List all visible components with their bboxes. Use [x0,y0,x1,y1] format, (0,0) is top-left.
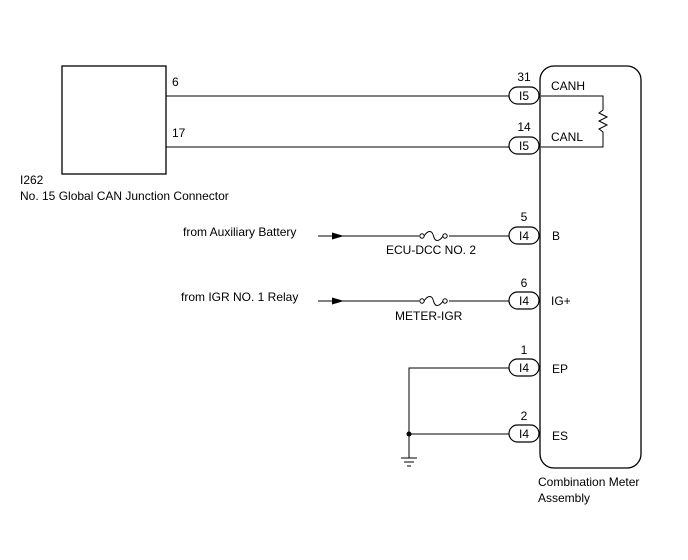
fuse-icon [419,296,449,306]
fuse-label-ecu-dcc: ECU-DCC NO. 2 [386,243,476,257]
fuse-label-meter-igr: METER-IGR [395,309,463,323]
connector-pill [508,226,540,245]
meter-name-line2: Assembly [538,491,590,505]
arrow-icon [332,232,344,240]
connector-code: I4 [519,229,529,243]
ep-ground-wire [408,367,509,458]
arrow-icon [332,297,344,305]
terminal-label: IG+ [551,294,571,308]
terminal-b: 5 I4 B [508,210,560,245]
junction-connector-name: No. 15 Global CAN Junction Connector [20,189,229,203]
junction-pin-6: 6 [172,75,179,89]
terminal-ig-plus: 6 I4 IG+ [508,276,571,310]
connector-pill [508,291,540,310]
terminal-pin: 5 [521,210,528,224]
junction-connector-id: I262 [20,173,44,187]
ground-junction-dot [406,431,412,437]
terminal-label: B [552,229,560,243]
terminal-pin: 2 [521,409,528,423]
terminal-es: 2 I4 ES [508,409,568,443]
terminal-pin: 1 [521,343,528,357]
terminal-pin: 31 [517,70,531,84]
junction-connector-box [61,65,167,175]
ground-icon [401,457,417,467]
connector-pill [508,358,540,377]
source-battery: from Auxiliary Battery [183,225,296,239]
connector-code: I4 [519,361,529,375]
terminal-pin: 14 [517,120,531,134]
connector-pill [508,136,540,155]
meter-name-line1: Combination Meter [538,475,639,489]
terminal-label: ES [552,429,568,443]
terminator-resistor [541,95,609,148]
connector-code: I5 [519,89,529,103]
combination-meter-box [539,65,642,469]
terminal-label: EP [552,362,568,376]
connector-code: I4 [519,427,529,441]
source-relay: from IGR NO. 1 Relay [181,290,298,304]
terminal-canh: 31 I5 CANH [508,70,585,105]
terminal-label: CANL [551,130,583,144]
connector-code: I5 [519,139,529,153]
connector-pill [508,86,540,105]
terminal-ep: 1 I4 EP [508,343,568,377]
junction-pin-17: 17 [172,126,186,140]
connector-pill [508,424,540,443]
terminal-canl: 14 I5 CANL [508,120,583,155]
terminal-label: CANH [551,79,585,93]
connector-code: I4 [519,294,529,308]
terminal-pin: 6 [521,276,528,290]
fuse-icon [419,231,449,241]
